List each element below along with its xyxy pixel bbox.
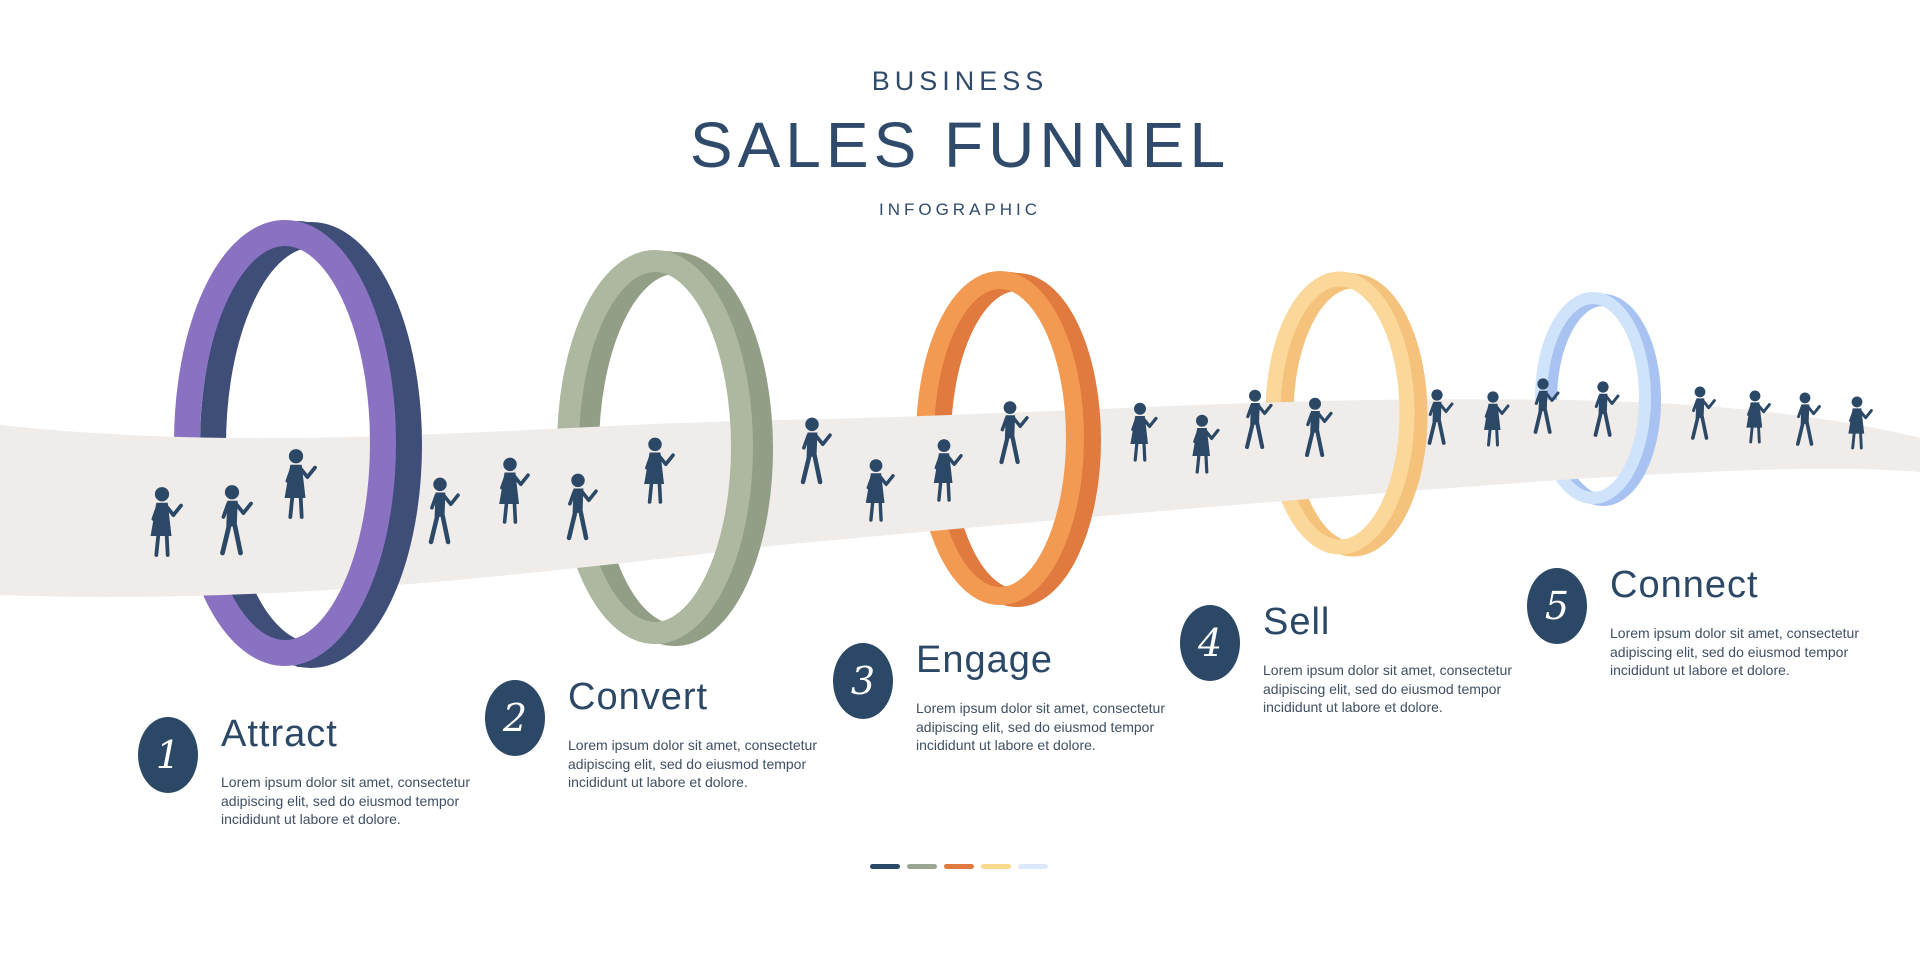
people-group	[150, 378, 1873, 557]
ring-face	[284, 220, 396, 666]
ring-front-5	[1592, 292, 1661, 506]
legend-swatch-3	[944, 864, 974, 869]
walking-person-icon	[284, 449, 317, 519]
stage-number-badge: 4	[1180, 605, 1240, 681]
walking-person-icon	[1192, 414, 1220, 474]
walking-person-icon	[1533, 378, 1560, 434]
walking-person-icon	[644, 437, 675, 504]
stage-description: Lorem ipsum dolor sit amet, consectetur …	[1263, 662, 1512, 715]
walking-person-icon	[1691, 386, 1716, 440]
ring-face	[1592, 292, 1651, 504]
stage-description: Lorem ipsum dolor sit amet, consectetur …	[916, 700, 1165, 753]
ring-front-1	[284, 220, 422, 668]
ring-face	[999, 271, 1084, 605]
walking-person-icon	[220, 485, 253, 556]
page-title: SALES FUNNEL	[689, 109, 1231, 181]
stage-description: Lorem ipsum dolor sit amet, consectetur …	[1610, 625, 1859, 678]
ring-front-3	[999, 271, 1101, 607]
walking-person-icon	[800, 417, 832, 485]
legend-swatch-4	[981, 864, 1011, 869]
stage-number-badge: 5	[1527, 568, 1587, 644]
legend-swatch-2	[907, 864, 937, 869]
walking-person-icon	[1796, 392, 1821, 446]
walking-person-icon	[1130, 402, 1158, 462]
walking-person-icon	[865, 459, 895, 522]
walking-person-icon	[999, 401, 1029, 465]
stage-title: Connect	[1610, 564, 1759, 606]
stage-title: Attract	[221, 713, 338, 755]
walking-person-icon	[150, 487, 183, 557]
stage-description: Lorem ipsum dolor sit amet, consectetur …	[568, 737, 817, 790]
walking-person-icon	[1427, 389, 1454, 445]
stage-description: Lorem ipsum dolor sit amet, consectetur …	[221, 774, 470, 827]
walking-person-icon	[428, 477, 460, 545]
walking-person-icon	[933, 439, 963, 502]
legend-swatch-5	[1018, 864, 1048, 869]
walking-person-icon	[499, 457, 530, 524]
ring-front-4	[1339, 271, 1428, 557]
stage-title: Convert	[568, 676, 709, 718]
funnel-path-band	[0, 399, 1920, 597]
stage-number-badge: 3	[833, 643, 893, 719]
ring-face	[654, 250, 753, 644]
walking-person-icon	[1244, 389, 1273, 450]
walking-person-icon	[1848, 396, 1873, 450]
legend-swatch-1	[870, 864, 900, 869]
stage-number-badge: 2	[485, 680, 545, 756]
walking-person-icon	[1484, 391, 1510, 447]
ring-front-halves	[284, 220, 1661, 668]
header-kicker: BUSINESS	[871, 66, 1049, 96]
stage-number-badge: 1	[138, 717, 198, 793]
stage-title: Sell	[1263, 601, 1331, 643]
header-subtitle: INFOGRAPHIC	[878, 200, 1042, 219]
walking-person-icon	[566, 473, 598, 541]
walking-person-icon	[1746, 390, 1771, 444]
walking-person-icon	[1304, 397, 1333, 458]
color-legend	[870, 864, 1048, 869]
walking-person-icon	[1593, 381, 1620, 437]
ring-front-2	[654, 250, 773, 646]
stage-title: Engage	[916, 639, 1054, 681]
ring-face	[1339, 271, 1415, 555]
